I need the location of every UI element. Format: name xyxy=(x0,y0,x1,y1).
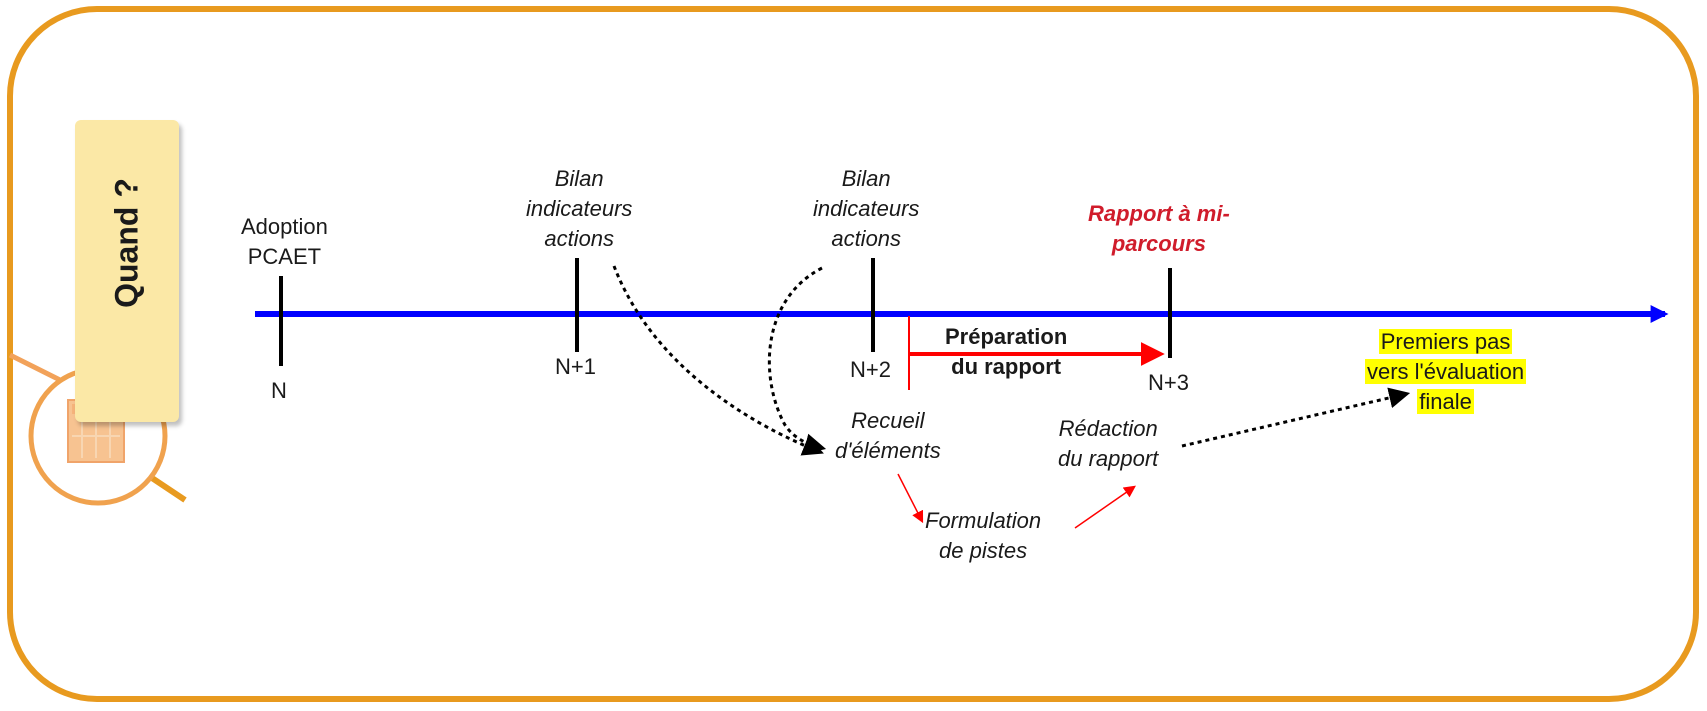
dotted-arrow-n1-to-recueil xyxy=(612,265,824,456)
label-formulation: Formulation de pistes xyxy=(925,508,1042,563)
label-preparation-rapport: Préparation du rapport xyxy=(945,324,1068,379)
tick-label-n1: N+1 xyxy=(555,354,596,379)
side-tab xyxy=(75,120,179,422)
label-redaction: Rédaction du rapport xyxy=(1058,416,1159,471)
label-premiers-pas: Premiers pas vers l'évaluation finale xyxy=(1365,327,1527,417)
label-rapport-mi-parcours: Rapport à mi- parcours xyxy=(1088,201,1230,256)
rounded-frame xyxy=(7,6,1699,702)
dotted-arrow-redaction-to-premiers-pas xyxy=(1181,387,1411,448)
arrow-formulation-to-redaction xyxy=(1074,485,1136,529)
label-bilan-n2: Bilan indicateurs actions xyxy=(813,166,920,251)
tick-label-n2: N+2 xyxy=(850,357,891,382)
premiers-pas-line-3: finale xyxy=(1417,389,1474,414)
label-adoption-pcaet: Adoption PCAET xyxy=(241,214,328,269)
premiers-pas-line-2: vers l'évaluation xyxy=(1365,359,1527,384)
label-recueil: Recueil d'éléments xyxy=(835,408,941,463)
tick-label-n3: N+3 xyxy=(1148,370,1189,395)
tick-label-n: N xyxy=(271,378,287,403)
dotted-arrow-n2-to-recueil xyxy=(767,266,827,455)
premiers-pas-line-1: Premiers pas xyxy=(1378,329,1513,354)
arrow-recueil-to-formulation xyxy=(897,473,924,524)
label-bilan-n1: Bilan indicateurs actions xyxy=(526,166,633,251)
